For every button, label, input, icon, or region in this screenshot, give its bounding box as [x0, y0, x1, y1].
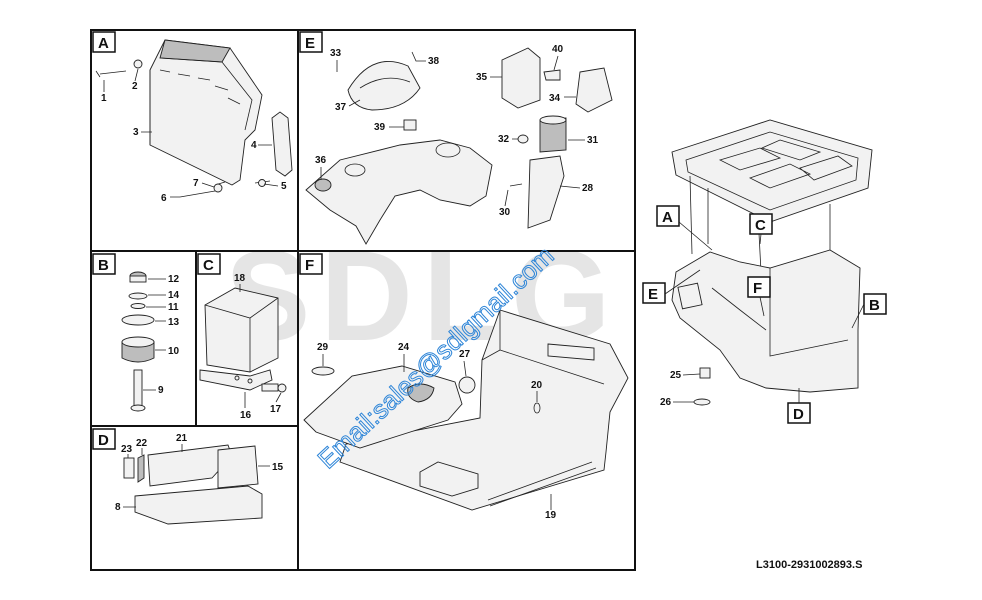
console-and-seat-drawing — [305, 47, 613, 245]
part-label-12: 12 — [168, 274, 180, 285]
part-label-35: 35 — [476, 72, 488, 83]
part-label-24: 24 — [398, 342, 410, 353]
part-label-23: 23 — [121, 444, 133, 455]
part-label-31: 31 — [587, 135, 599, 146]
part-label-17: 17 — [270, 404, 282, 415]
part-label-5: 5 — [281, 181, 287, 192]
callout-d: D — [793, 406, 804, 423]
part-label-6: 6 — [161, 193, 167, 204]
panel-e: E 33 38 37 39 36 40 35 34 32 31 28 — [299, 31, 613, 245]
panel-a-tag — [92, 31, 116, 53]
cab-overview: A C E F B D 25 26 — [642, 119, 887, 424]
part-label-11: 11 — [168, 302, 179, 313]
part-label-7: 7 — [193, 178, 199, 189]
panel-c-letter: C — [203, 257, 214, 274]
part-label-9: 9 — [158, 385, 164, 396]
panel-frame — [90, 29, 636, 571]
part-label-14: 14 — [168, 290, 180, 301]
part-label-27: 27 — [459, 349, 471, 360]
part-label-3: 3 — [133, 127, 139, 138]
part-label-19: 19 — [545, 510, 557, 521]
panel-e-letter: E — [305, 35, 315, 52]
panel-a-letter: A — [98, 35, 109, 52]
callout-a: A — [662, 209, 673, 226]
callout-b: B — [869, 297, 880, 314]
part-label-36: 36 — [315, 155, 327, 166]
part-label-26: 26 — [660, 397, 672, 408]
trim-panels-drawing — [123, 444, 263, 525]
rubber-mount-stack-drawing — [121, 271, 155, 412]
part-label-22: 22 — [136, 438, 148, 449]
part-label-38: 38 — [428, 56, 440, 67]
part-label-40: 40 — [552, 44, 564, 55]
callout-f: F — [753, 280, 762, 297]
part-label-39: 39 — [374, 122, 386, 133]
part-label-29: 29 — [317, 342, 329, 353]
cab-overview-drawing — [671, 119, 873, 406]
panel-f-tag — [299, 253, 323, 275]
part-label-34: 34 — [549, 93, 561, 104]
part-label-4: 4 — [251, 140, 257, 151]
panel-b-letter: B — [98, 257, 109, 274]
part-label-10: 10 — [168, 346, 180, 357]
part-label-18: 18 — [234, 273, 246, 284]
part-label-21: 21 — [176, 433, 188, 444]
part-label-33: 33 — [330, 48, 342, 59]
cab-floor-drawing — [303, 309, 629, 511]
panel-f: F 29 24 27 20 19 — [299, 253, 629, 521]
part-label-8: 8 — [115, 502, 121, 513]
callout-e: E — [648, 286, 658, 303]
callout-f-tag — [747, 276, 771, 298]
part-label-30: 30 — [499, 207, 511, 218]
part-label-1: 1 — [101, 93, 107, 104]
panel-d-tag — [92, 428, 116, 450]
panel-a: A 1 2 3 4 5 6 7 — [92, 31, 293, 204]
callout-c: C — [755, 217, 766, 234]
part-label-13: 13 — [168, 317, 180, 328]
part-label-25: 25 — [670, 370, 682, 381]
panel-d: D 23 22 21 15 8 — [92, 428, 284, 525]
air-duct-cover-drawing — [95, 39, 293, 198]
reference-code: L3100-2931002893.S — [756, 559, 862, 571]
bracket-plate-drawing — [199, 287, 287, 393]
panel-c-tag — [197, 253, 221, 275]
callout-e-tag — [642, 282, 666, 304]
callout-a-tag — [656, 205, 680, 227]
panel-b: B 12 14 11 13 10 9 — [92, 253, 180, 412]
panel-f-letter: F — [305, 257, 314, 274]
part-label-2: 2 — [132, 81, 138, 92]
panel-d-letter: D — [98, 432, 109, 449]
part-label-15: 15 — [272, 462, 284, 473]
part-label-16: 16 — [240, 410, 252, 421]
panel-e-tag — [299, 31, 323, 53]
part-label-32: 32 — [498, 134, 510, 145]
part-label-20: 20 — [531, 380, 543, 391]
part-label-37: 37 — [335, 102, 347, 113]
panel-b-tag — [92, 253, 116, 275]
panel-c: C 18 16 17 — [197, 253, 287, 421]
part-label-28: 28 — [582, 183, 594, 194]
